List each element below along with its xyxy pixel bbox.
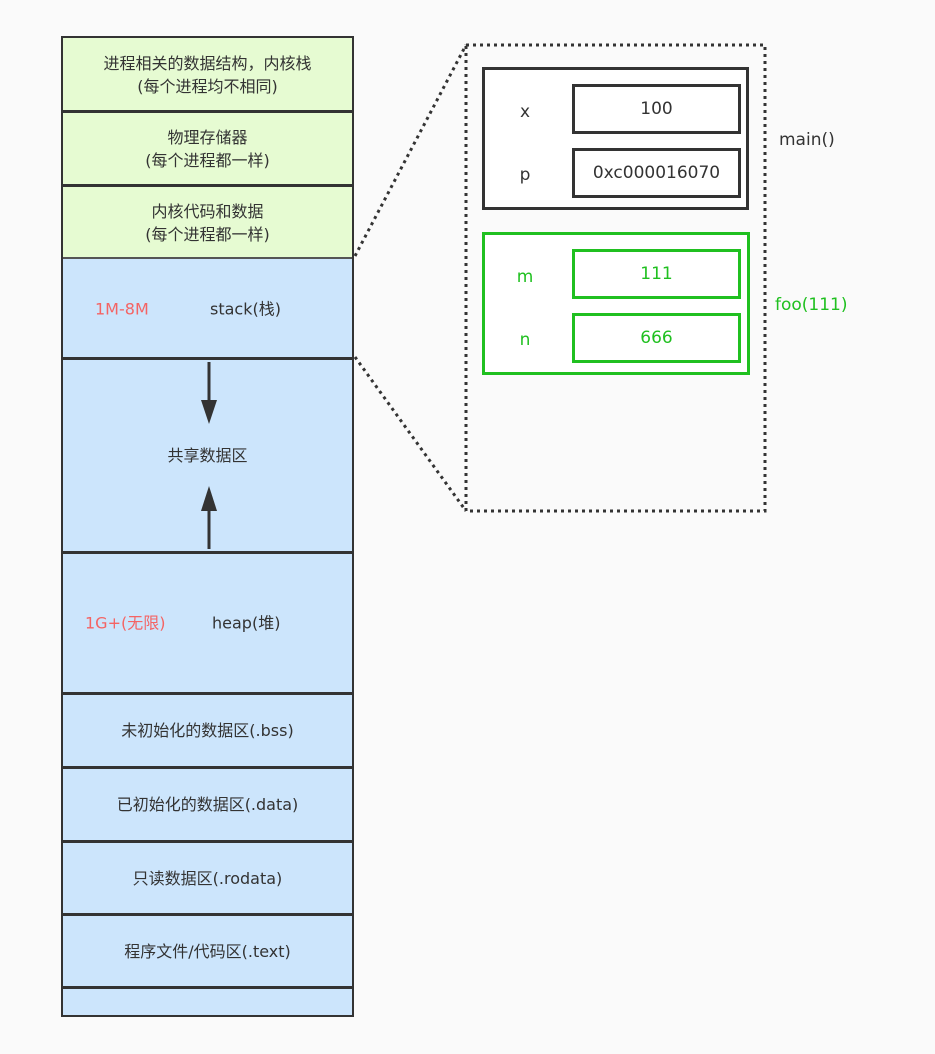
segment-bottom <box>63 989 352 1015</box>
heap-label: heap(堆) <box>212 613 281 633</box>
bss-label: 未初始化的数据区(.bss) <box>121 721 294 740</box>
var-name: p <box>519 165 531 185</box>
var-name: n <box>519 330 531 350</box>
segment-line1: 内核代码和数据 <box>151 201 264 221</box>
var-value-box: 100 <box>572 84 741 134</box>
divider <box>63 840 352 843</box>
segment-kernel-process-data: 进程相关的数据结构，内核栈 (每个进程均不相同) <box>63 38 352 112</box>
var-name: m <box>516 267 534 287</box>
text-label: 程序文件/代码区(.text) <box>124 941 291 961</box>
stack-size: 1M-8M <box>95 299 149 318</box>
var-value: 666 <box>640 328 673 348</box>
var-value: 100 <box>640 99 673 119</box>
segment-rodata: 只读数据区(.rodata) <box>63 843 352 913</box>
segment-shared: 共享数据区 <box>63 360 352 551</box>
divider <box>63 184 352 187</box>
divider <box>63 257 352 260</box>
shared-label: 共享数据区 <box>167 446 248 465</box>
var-value: 111 <box>640 264 673 284</box>
segment-stack: 1M-8M stack(栈) <box>63 259 352 358</box>
divider <box>63 766 352 769</box>
divider <box>63 692 352 695</box>
var-value: 0xc000016070 <box>592 163 721 183</box>
stack-frame-main: x 100 p 0xc000016070 <box>482 67 749 210</box>
segment-line1: 进程相关的数据结构，内核栈 <box>103 54 312 73</box>
segment-line2: (每个进程都一样) <box>145 224 270 244</box>
memory-layout-column: 进程相关的数据结构，内核栈 (每个进程均不相同) 物理存储器 (每个进程都一样)… <box>61 36 354 1017</box>
stack-label: stack(栈) <box>210 299 281 318</box>
var-value-box: 0xc000016070 <box>572 148 741 198</box>
frame-label-foo: foo(111) <box>775 295 848 315</box>
segment-line2: (每个进程均不相同) <box>137 77 278 96</box>
data-label: 已初始化的数据区(.data) <box>116 795 299 814</box>
var-value-box: 666 <box>572 313 741 363</box>
rodata-label: 只读数据区(.rodata) <box>132 868 283 888</box>
segment-line1: 物理存储器 <box>167 128 248 147</box>
divider <box>63 357 352 360</box>
frame-label-main: main() <box>779 130 835 150</box>
divider <box>63 913 352 916</box>
segment-heap: 1G+(无限) heap(堆) <box>63 554 352 692</box>
segment-data: 已初始化的数据区(.data) <box>63 769 352 840</box>
heap-size: 1G+(无限) <box>85 613 166 633</box>
segment-line2: (每个进程都一样) <box>145 151 270 170</box>
stack-frame-foo: m 111 n 666 <box>482 232 750 375</box>
segment-bss: 未初始化的数据区(.bss) <box>63 695 352 766</box>
segment-physical-memory: 物理存储器 (每个进程都一样) <box>63 113 352 185</box>
divider <box>63 986 352 989</box>
var-name: x <box>519 102 531 122</box>
segment-text: 程序文件/代码区(.text) <box>63 916 352 986</box>
divider <box>63 110 352 113</box>
divider <box>63 551 352 554</box>
var-value-box: 111 <box>572 249 741 299</box>
segment-kernel-code: 内核代码和数据 (每个进程都一样) <box>63 187 352 258</box>
